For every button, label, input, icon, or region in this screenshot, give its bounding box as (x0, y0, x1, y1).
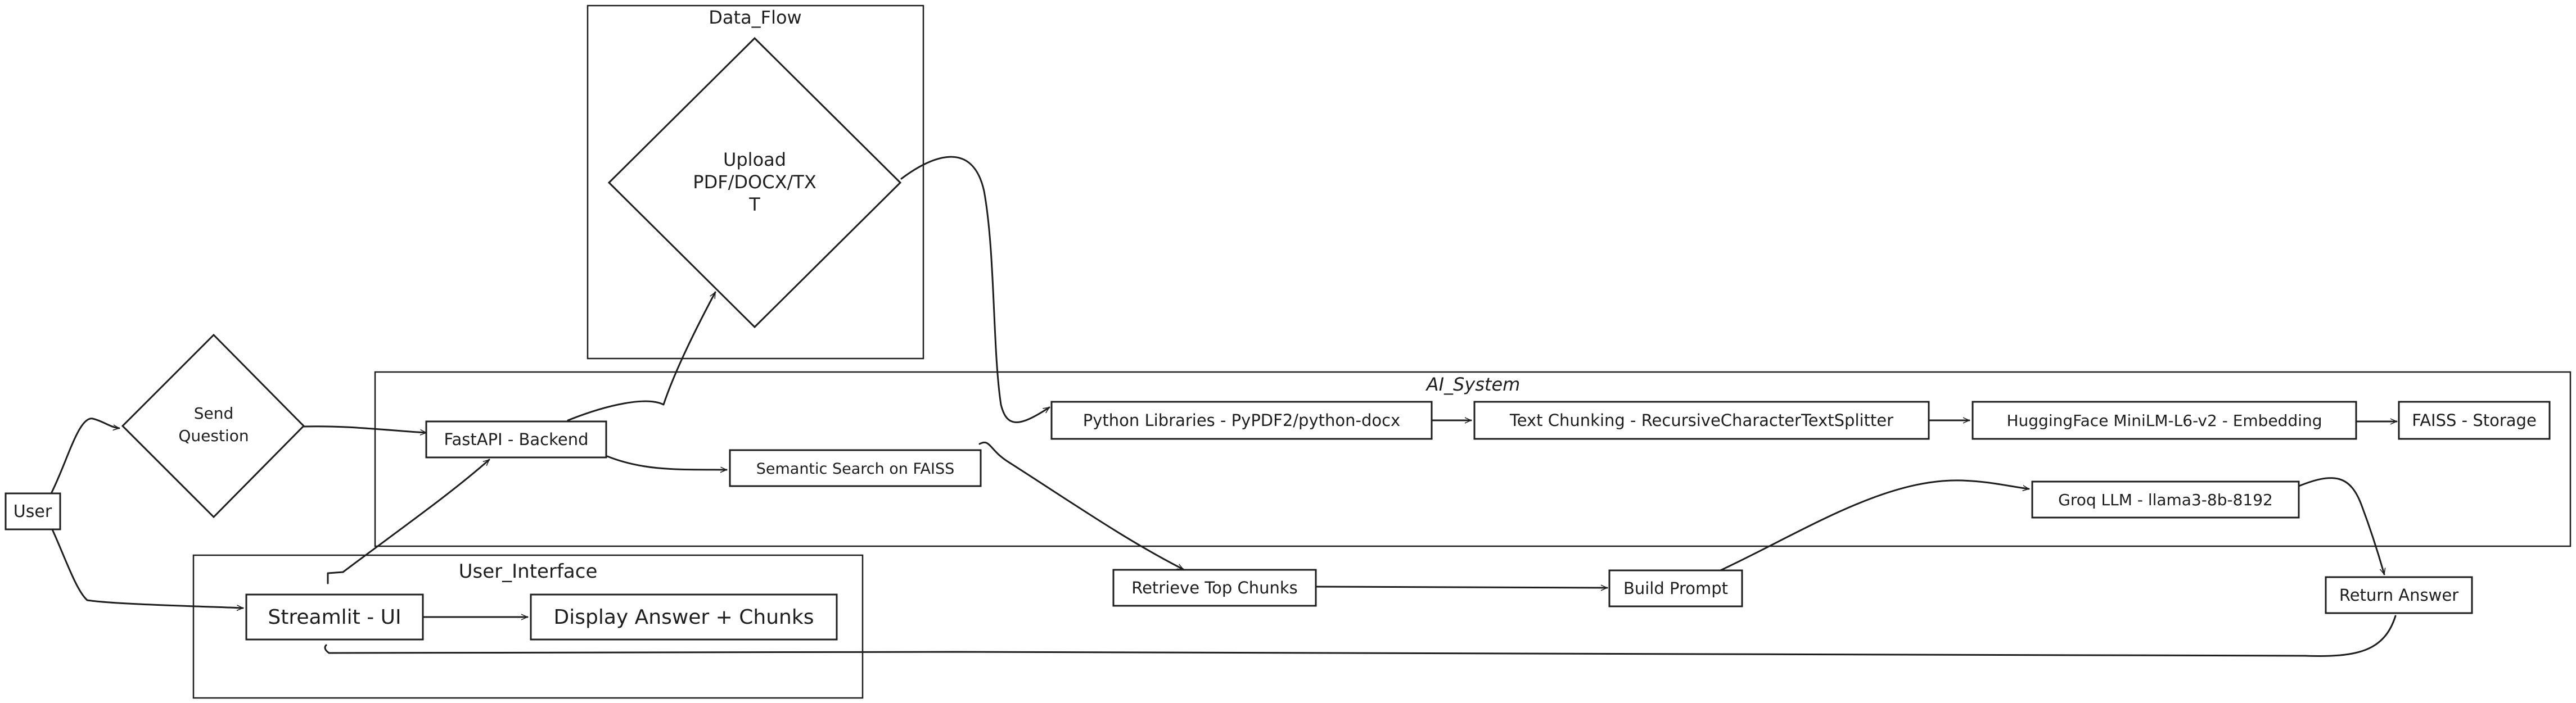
node-fastapi-label: FastAPI - Backend (444, 430, 588, 449)
node-huggingface: HuggingFace MiniLM-L6-v2 - Embedding (1972, 401, 2357, 440)
node-text-chunking-label: Text Chunking - RecursiveCharacterTextSp… (1509, 411, 1893, 430)
edge-user-to-send-question (51, 418, 120, 493)
group-data-flow: Data_Flow (587, 4, 924, 360)
node-fastapi: FastAPI - Backend (425, 420, 607, 459)
node-send-question: Send Question (121, 333, 305, 519)
node-display-answer-label: Display Answer + Chunks (554, 606, 814, 629)
edge-user-to-streamlit (51, 527, 244, 608)
group-ai-system-title: AI_System (1425, 374, 1521, 395)
edge-send-question-to-fastapi (303, 425, 427, 433)
node-build-prompt-label: Build Prompt (1623, 579, 1728, 598)
edge-groq-to-return-answer (2298, 477, 2384, 575)
edges (51, 156, 2398, 657)
edge-return-answer-to-streamlit (324, 615, 2397, 657)
node-groq-llm: Groq LLM - llama3-8b-8192 (2031, 480, 2300, 519)
node-python-libraries: Python Libraries - PyPDF2/python-docx (1050, 401, 1433, 440)
node-retrieve-chunks: Retrieve Top Chunks (1112, 569, 1317, 607)
node-faiss-storage: FAISS - Storage (2398, 401, 2551, 440)
node-user-label: User (13, 502, 52, 521)
edge-semantic-search-to-retrieve (978, 441, 1184, 570)
node-semantic-search: Semantic Search on FAISS (729, 449, 982, 487)
node-upload-label-2: PDF/DOCX/TX (693, 171, 816, 193)
node-display-answer: Display Answer + Chunks (530, 593, 838, 641)
node-send-question-label-1: Send (194, 404, 234, 423)
node-semantic-search-label: Semantic Search on FAISS (756, 460, 955, 478)
edge-upload-to-python-libs (900, 156, 1050, 423)
edge-build-prompt-to-groq (1717, 479, 2030, 573)
group-user-interface-title: User_Interface (459, 560, 598, 583)
node-python-libraries-label: Python Libraries - PyPDF2/python-docx (1083, 411, 1400, 430)
node-retrieve-chunks-label: Retrieve Top Chunks (1131, 578, 1298, 597)
node-return-answer-label: Return Answer (2339, 586, 2458, 605)
node-return-answer: Return Answer (2325, 576, 2473, 614)
node-groq-llm-label: Groq LLM - llama3-8b-8192 (2058, 491, 2273, 509)
group-data-flow-title: Data_Flow (709, 7, 801, 28)
group-ai-system: AI_System (374, 371, 2572, 547)
node-streamlit: Streamlit - UI (245, 593, 424, 641)
node-text-chunking: Text Chunking - RecursiveCharacterTextSp… (1473, 401, 1930, 440)
node-upload-label-1: Upload (723, 149, 786, 170)
node-send-question-label-2: Question (178, 427, 249, 445)
edge-fastapi-to-upload (567, 291, 716, 421)
edge-fastapi-to-semantic-search (606, 455, 728, 470)
node-upload: Upload PDF/DOCX/TX T (607, 37, 902, 329)
node-upload-label-3: T (748, 194, 760, 215)
group-user-interface: User_Interface (192, 554, 864, 699)
node-faiss-storage-label: FAISS - Storage (2412, 411, 2537, 430)
node-user: User (4, 492, 61, 530)
node-streamlit-label: Streamlit - UI (268, 606, 401, 629)
node-build-prompt: Build Prompt (1608, 569, 1743, 607)
node-huggingface-label: HuggingFace MiniLM-L6-v2 - Embedding (2006, 411, 2322, 430)
edge-streamlit-to-fastapi (327, 459, 490, 584)
edge-retrieve-to-build-prompt (1315, 587, 1608, 588)
